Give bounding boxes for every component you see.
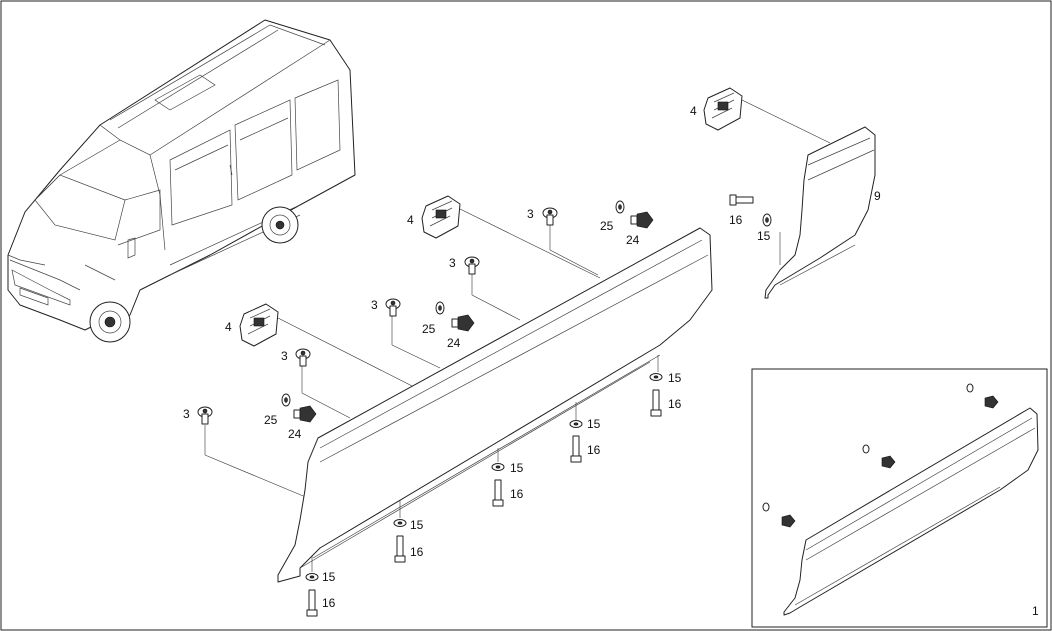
callout-3: 3 [449,256,456,270]
callout-9: 9 [874,189,881,203]
callout-16: 16 [410,545,424,559]
callout-15: 15 [668,371,682,385]
callout-15: 15 [410,518,424,532]
callout-3: 3 [371,298,378,312]
callout-4: 4 [407,213,414,227]
callout-1: 1 [1032,604,1039,618]
side-sill-trim-panel [277,227,713,583]
callout-16: 16 [729,213,743,227]
callout-4: 4 [690,104,697,118]
leader-lines [204,99,831,572]
fastener-parts [281,200,654,423]
callout-24: 24 [288,427,302,441]
callout-24: 24 [626,233,640,247]
rear-trim-panel [764,126,876,299]
callout-3: 3 [527,207,534,221]
callout-15: 15 [587,417,601,431]
inset-assembly-box: 1 [751,368,1048,628]
callout-16: 16 [510,487,524,501]
callout-labels: 4 9 16 15 3 4 25 24 3 3 25 24 4 3 3 25 2… [183,104,881,610]
callout-3: 3 [183,407,190,421]
bolt-parts [305,194,772,617]
callout-15: 15 [757,229,771,243]
bracket-lower [239,303,279,347]
callout-16: 16 [587,443,601,457]
bracket-rear [703,87,743,131]
callout-25: 25 [264,413,278,427]
callout-24: 24 [447,336,461,350]
clip-parts [197,207,558,425]
callout-25: 25 [422,322,436,336]
callout-4: 4 [225,320,232,334]
callout-3: 3 [281,349,288,363]
callout-15: 15 [510,461,524,475]
bracket-parts [239,87,743,347]
callout-25: 25 [600,219,614,233]
bracket-upper [421,195,461,239]
callout-16: 16 [668,397,682,411]
van-illustration [7,19,356,343]
callout-15: 15 [322,570,336,584]
callout-16: 16 [322,596,336,610]
